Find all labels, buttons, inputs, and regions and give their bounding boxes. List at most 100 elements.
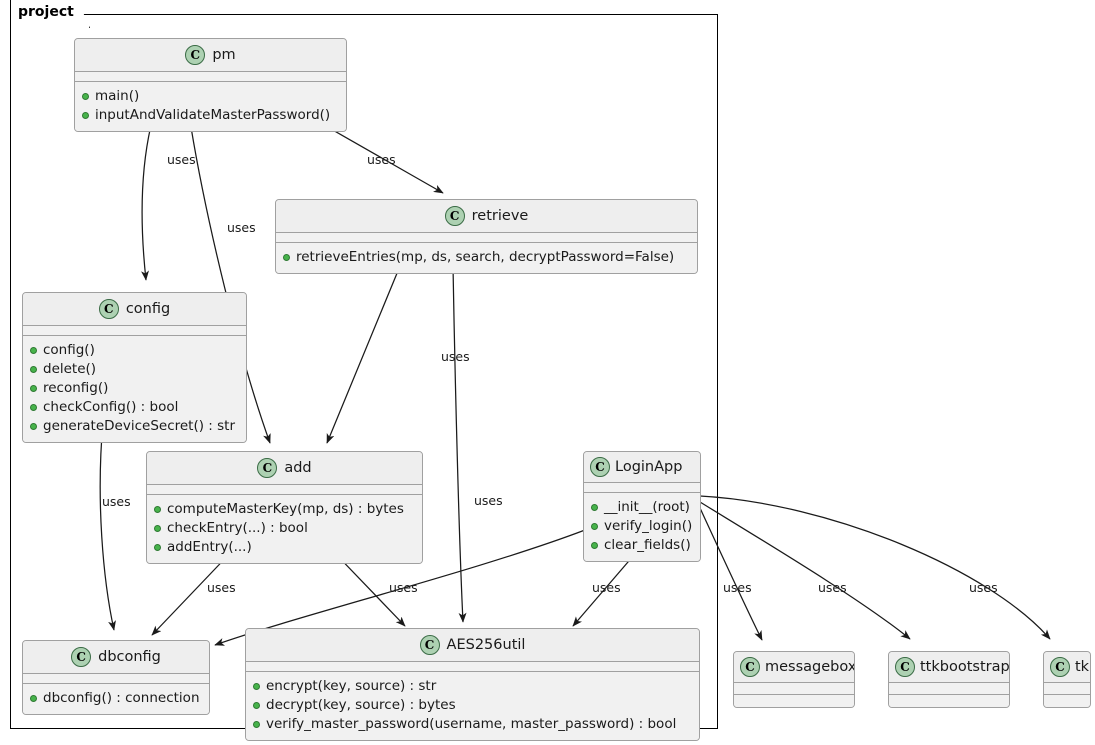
edge-login-ttkbootstrap — [699, 501, 911, 640]
class-methods-compartment: dbconfig() : connection — [23, 684, 209, 714]
member-visibility-icon — [154, 544, 161, 551]
edge-login-tk — [699, 495, 1051, 640]
class-icon: C — [590, 457, 610, 477]
class-header-retrieve: C retrieve — [276, 200, 697, 233]
edge-label-pm-config: uses — [167, 152, 196, 167]
class-methods-compartment — [734, 695, 854, 707]
package-tab-label: project — [10, 0, 90, 28]
member-label: addEntry(...) — [167, 539, 252, 555]
class-fields-compartment — [276, 233, 697, 243]
class-icon: C — [740, 657, 760, 677]
class-node-loginapp[interactable]: C LoginApp __init__(root) verify_login()… — [583, 451, 701, 562]
member-visibility-icon — [591, 542, 598, 549]
class-header-add: C add — [147, 452, 422, 485]
class-member: dbconfig() : connection — [30, 689, 202, 708]
member-visibility-icon — [591, 523, 598, 530]
member-label: dbconfig() : connection — [43, 690, 200, 706]
class-node-messagebox[interactable]: C messagebox — [733, 651, 855, 708]
class-methods-compartment — [889, 695, 1009, 707]
edge-label-login-messagebox: uses — [723, 580, 752, 595]
edge-label-login-tk: uses — [969, 580, 998, 595]
class-header-messagebox: C messagebox — [734, 652, 854, 683]
class-methods-compartment: encrypt(key, source) : str decrypt(key, … — [246, 672, 699, 740]
member-visibility-icon — [253, 683, 260, 690]
member-label: reconfig() — [43, 380, 109, 396]
class-member: config() — [30, 341, 239, 360]
edge-label-add-dbconfig: uses — [207, 580, 236, 595]
member-visibility-icon — [30, 404, 37, 411]
class-member: verify_login() — [591, 517, 693, 536]
class-title: tk — [1075, 659, 1090, 675]
class-icon: C — [98, 299, 119, 319]
class-methods-compartment: computeMasterKey(mp, ds) : bytes checkEn… — [147, 495, 422, 563]
class-methods-compartment: retrieveEntries(mp, ds, search, decryptP… — [276, 243, 697, 273]
class-member: encrypt(key, source) : str — [253, 677, 692, 696]
class-icon: C — [419, 635, 440, 655]
member-visibility-icon — [82, 93, 89, 100]
member-visibility-icon — [154, 506, 161, 513]
member-visibility-icon — [253, 721, 260, 728]
class-member: clear_fields() — [591, 536, 693, 555]
class-node-aes256util[interactable]: C AES256util encrypt(key, source) : str … — [245, 628, 700, 741]
class-member: generateDeviceSecret() : str — [30, 417, 239, 436]
member-label: decrypt(key, source) : bytes — [266, 697, 456, 713]
class-title: add — [284, 460, 312, 476]
member-label: verify_master_password(username, master_… — [266, 716, 677, 732]
class-member: computeMasterKey(mp, ds) : bytes — [154, 500, 415, 519]
class-fields-compartment — [75, 72, 346, 82]
class-node-dbconfig[interactable]: C dbconfig dbconfig() : connection — [22, 640, 210, 715]
class-node-retrieve[interactable]: C retrieve retrieveEntries(mp, ds, searc… — [275, 199, 698, 274]
member-visibility-icon — [591, 504, 598, 511]
class-methods-compartment: __init__(root) verify_login() clear_fiel… — [584, 493, 700, 561]
member-visibility-icon — [283, 254, 290, 261]
member-visibility-icon — [30, 695, 37, 702]
class-node-config[interactable]: C config config() delete() reconfig() ch… — [22, 292, 247, 443]
class-member: inputAndValidateMasterPassword() — [82, 106, 339, 125]
member-label: encrypt(key, source) : str — [266, 678, 437, 694]
member-label: generateDeviceSecret() : str — [43, 418, 236, 434]
class-member: checkEntry(...) : bool — [154, 519, 415, 538]
class-title: config — [125, 301, 171, 317]
class-node-tk[interactable]: C tk — [1043, 651, 1091, 708]
member-visibility-icon — [30, 423, 37, 430]
member-visibility-icon — [30, 385, 37, 392]
member-label: config() — [43, 342, 95, 358]
class-icon: C — [71, 647, 92, 667]
member-label: computeMasterKey(mp, ds) : bytes — [167, 501, 404, 517]
class-header-pm: C pm — [75, 39, 346, 72]
class-title: retrieve — [471, 208, 529, 224]
member-label: inputAndValidateMasterPassword() — [95, 107, 331, 123]
class-member: verify_master_password(username, master_… — [253, 715, 692, 734]
member-visibility-icon — [30, 366, 37, 373]
class-member: retrieveEntries(mp, ds, search, decryptP… — [283, 248, 690, 267]
edge-label-pm-add: uses — [227, 220, 256, 235]
edge-label-login-ttk: uses — [818, 580, 847, 595]
class-header-config: C config — [23, 293, 246, 326]
package-name: project — [18, 4, 74, 20]
member-visibility-icon — [30, 347, 37, 354]
class-node-pm[interactable]: C pm main() inputAndValidateMasterPasswo… — [74, 38, 347, 132]
class-title: AES256util — [446, 637, 526, 653]
class-icon: C — [444, 206, 465, 226]
edge-label-retrieve-aes: uses — [441, 349, 470, 364]
class-node-add[interactable]: C add computeMasterKey(mp, ds) : bytes c… — [146, 451, 423, 564]
member-label: clear_fields() — [604, 537, 691, 553]
class-title: pm — [212, 47, 236, 63]
class-header-aes256util: C AES256util — [246, 629, 699, 662]
class-fields-compartment — [246, 662, 699, 672]
class-member: reconfig() — [30, 379, 239, 398]
class-fields-compartment — [23, 674, 209, 684]
class-member: addEntry(...) — [154, 538, 415, 557]
class-methods-compartment: config() delete() reconfig() checkConfig… — [23, 336, 246, 442]
class-title: ttkbootstrap — [920, 659, 1010, 675]
class-title: dbconfig — [98, 649, 161, 665]
class-member: checkConfig() : bool — [30, 398, 239, 417]
class-member: delete() — [30, 360, 239, 379]
member-visibility-icon — [253, 702, 260, 709]
class-icon: C — [895, 657, 915, 677]
class-node-ttkbootstrap[interactable]: C ttkbootstrap — [888, 651, 1010, 708]
member-label: retrieveEntries(mp, ds, search, decryptP… — [296, 249, 675, 265]
class-fields-compartment — [147, 485, 422, 495]
class-title: LoginApp — [615, 459, 683, 475]
